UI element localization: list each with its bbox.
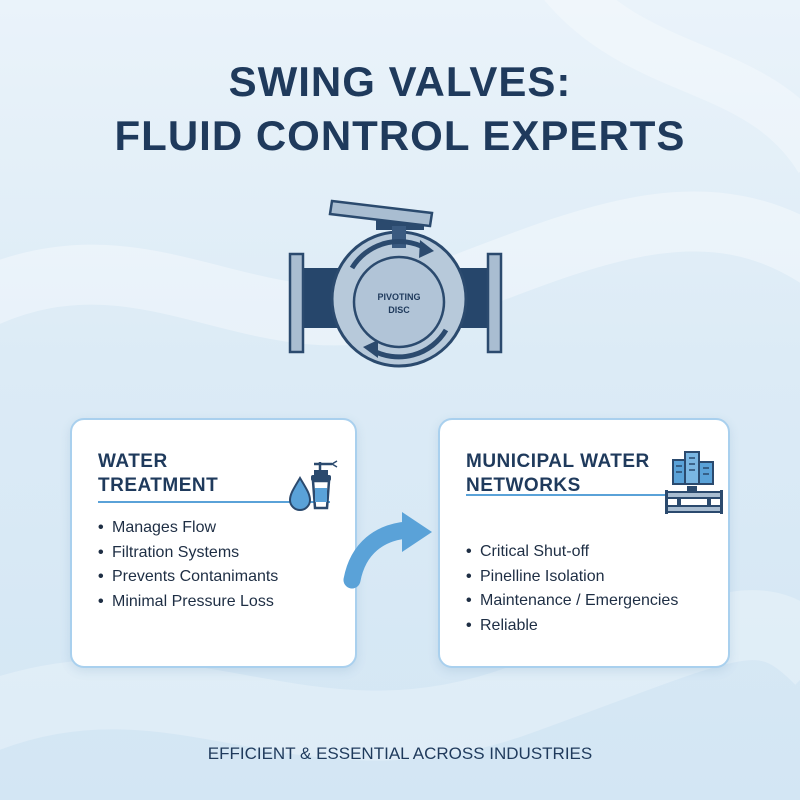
handle <box>328 199 434 228</box>
page-title-line-1: SWING VALVES: <box>228 58 572 105</box>
title-divider <box>98 501 330 503</box>
list-item: •Maintenance / Emergencies <box>466 592 679 609</box>
card-title-line-2: NETWORKS <box>466 475 581 496</box>
city-pipeline-icon <box>665 451 723 514</box>
card-title-line-1: WATER <box>98 451 168 472</box>
disc-label-line-2: DISC <box>388 305 410 315</box>
list-item: •Prevents Contanimants <box>98 568 279 585</box>
left-flange <box>288 252 305 354</box>
card-title: MUNICIPAL WATER NETWORKS <box>466 450 650 498</box>
swing-valve-illustration: PIVOTING DISC <box>288 199 503 368</box>
card-title: WATER TREATMENT <box>98 450 218 498</box>
disc-label-line-1: PIVOTING <box>377 292 420 302</box>
water-filter-icon <box>288 460 338 511</box>
list-item: •Pinelline Isolation <box>466 567 605 585</box>
list-item: •Filtration Systems <box>98 543 240 561</box>
list-item: •Manages Flow <box>98 519 217 536</box>
connector-arrow-icon <box>343 512 432 589</box>
list-item: •Reliable <box>466 616 538 634</box>
bullet-list: •Critical Shut-off •Pinelline Isolation … <box>466 540 678 638</box>
page-title-line-2: FLUID CONTROL EXPERTS <box>114 112 686 159</box>
bullet-list: •Manages Flow •Filtration Systems •Preve… <box>98 516 278 614</box>
footer-tagline: EFFICIENT & ESSENTIAL ACROSS INDUSTRIES <box>207 744 593 763</box>
list-item: •Minimal Pressure Loss <box>98 592 274 610</box>
pivoting-disc <box>352 255 446 349</box>
right-flange <box>486 252 503 354</box>
card-title-line-2: TREATMENT <box>98 475 219 496</box>
municipal-water-networks-card: MUNICIPAL WATER NETWORKS •Critical Shut-… <box>438 418 730 668</box>
list-item: •Critical Shut-off <box>466 543 590 560</box>
title-divider <box>466 494 666 496</box>
card-title-line-1: MUNICIPAL WATER <box>466 451 650 472</box>
water-treatment-card: WATER TREATMENT •Manages Flow •Filtratio… <box>70 418 357 668</box>
